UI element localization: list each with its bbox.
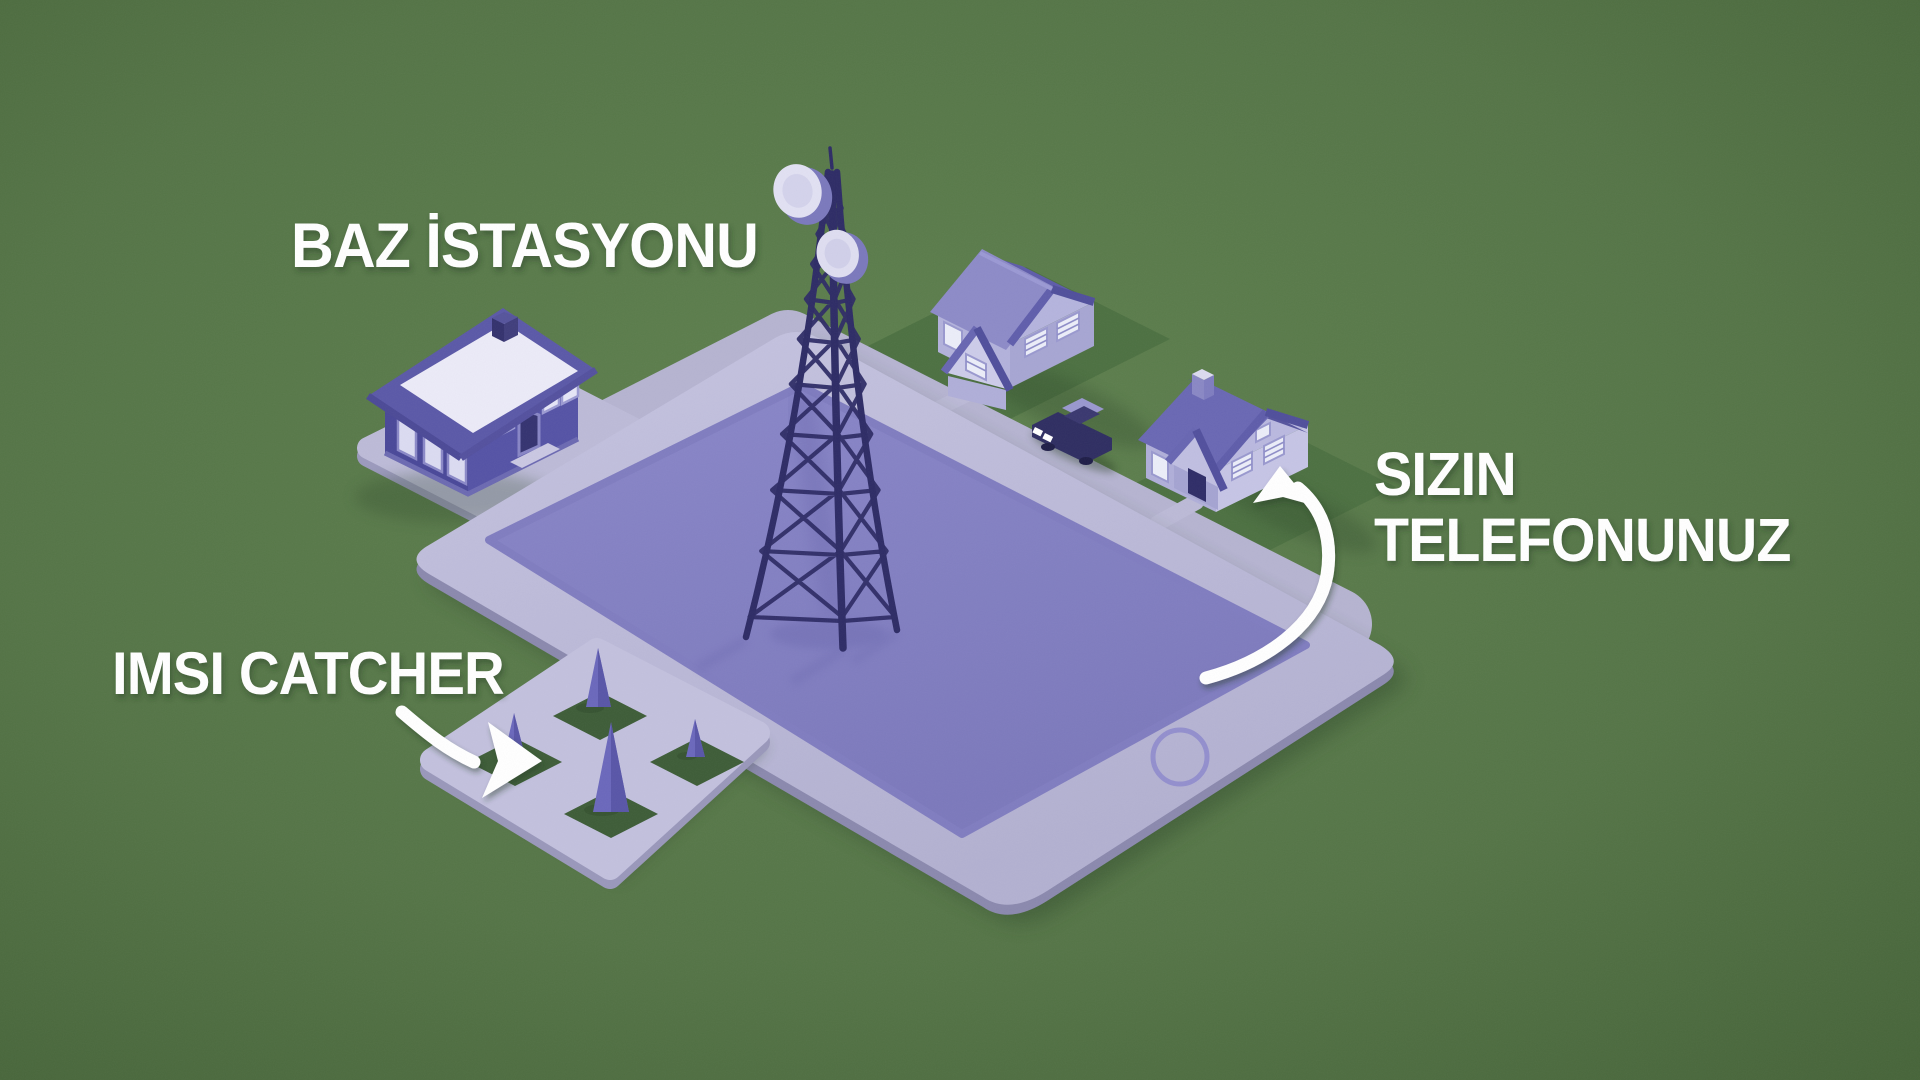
grain-overlay — [0, 0, 1920, 1080]
imsi-catcher-illustration: BAZ İSTASYONU IMSI CATCHER SIZIN TELEFON… — [0, 0, 1920, 1080]
diagram-canvas: BAZ İSTASYONU IMSI CATCHER SIZIN TELEFON… — [0, 0, 1920, 1080]
